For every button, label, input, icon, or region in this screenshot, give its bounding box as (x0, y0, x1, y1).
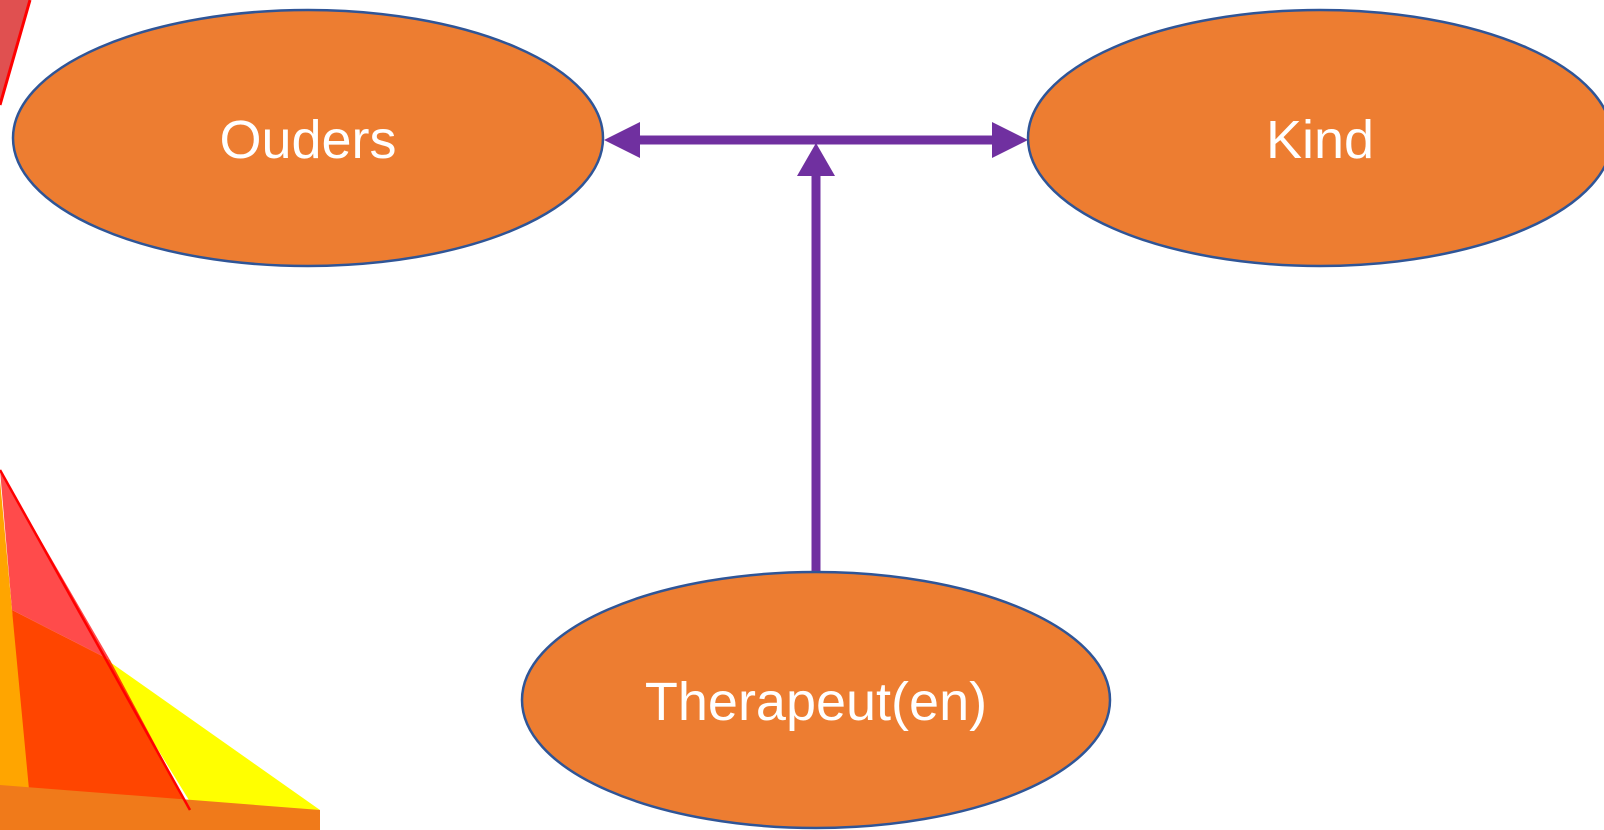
decorative-bottom-left-shapes (0, 469, 320, 830)
node-therapists: Therapeut(en) (520, 570, 1112, 830)
decor-bottom-band (0, 785, 320, 830)
node-parents-label: Ouders (219, 110, 396, 170)
arrowhead-up-icon (797, 143, 835, 176)
node-therapists-shape (520, 570, 1112, 830)
node-child: Kind (1026, 8, 1604, 268)
decorative-top-left-shapes (0, 0, 32, 106)
decor-top-left-red-line (0, 0, 32, 106)
decor-orange-red-shape (12, 610, 190, 810)
decor-red-diagonal (0, 469, 192, 811)
arrows (604, 122, 1028, 572)
decor-orange-strip (0, 480, 30, 830)
arrowhead-left-icon (604, 122, 640, 158)
arrowhead-right-icon (992, 122, 1028, 158)
node-parents: Ouders (11, 8, 605, 268)
node-parents-shape (11, 8, 605, 268)
node-child-shape (1026, 8, 1604, 268)
decor-yellow-triangle (100, 655, 320, 810)
node-child-label: Kind (1266, 110, 1374, 170)
node-therapists-label: Therapeut(en) (645, 672, 987, 732)
